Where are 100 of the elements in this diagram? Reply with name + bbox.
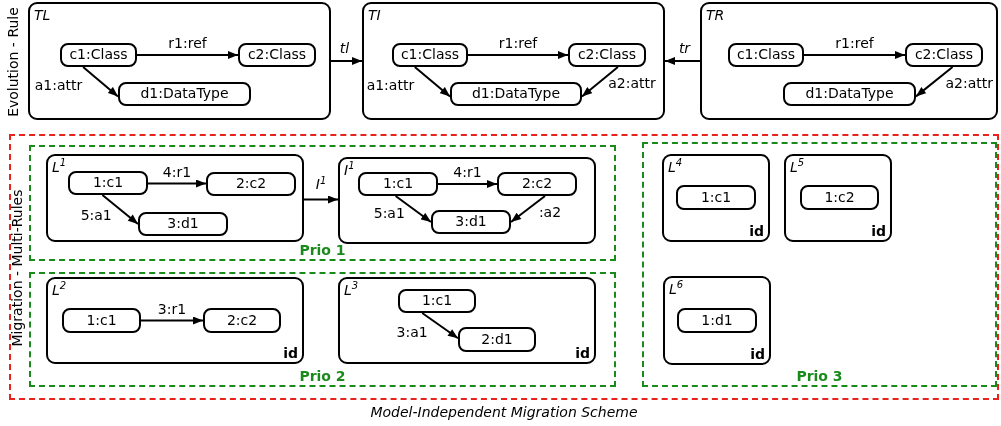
edge-label: tr bbox=[678, 41, 691, 57]
node-label: c2:Class bbox=[914, 47, 974, 63]
arrow bbox=[330, 57, 363, 65]
rule-name: TI bbox=[368, 6, 382, 25]
arrow bbox=[581, 66, 619, 98]
priority-label: Prio 2 bbox=[299, 368, 346, 384]
node-label: c1:Class bbox=[69, 47, 128, 63]
node-label: 1:c1 bbox=[421, 293, 453, 309]
node-label: 1:d1 bbox=[701, 312, 733, 329]
rule-name: L$^{1}$ bbox=[52, 158, 68, 177]
element-node bbox=[905, 43, 983, 67]
edge-label: tl bbox=[339, 41, 350, 57]
element-node bbox=[676, 185, 756, 210]
node-label: 1:c1 bbox=[382, 176, 414, 192]
element-node bbox=[497, 172, 577, 196]
arrow bbox=[140, 316, 204, 325]
rule-tag: id bbox=[871, 223, 886, 239]
edge-label: a2:attr bbox=[945, 76, 994, 92]
rule-name: L$^{3}$ bbox=[344, 281, 360, 300]
priority-group-frame bbox=[642, 142, 997, 387]
edge-label: 3:r1 bbox=[157, 301, 187, 318]
element-node bbox=[392, 43, 468, 67]
node-label: 2:c2 bbox=[521, 176, 553, 192]
edge-label: I$^{1}$ bbox=[315, 176, 327, 193]
arrow bbox=[467, 51, 569, 59]
edge-label: 3:a1 bbox=[396, 324, 428, 341]
node-label: 1:c1 bbox=[700, 189, 732, 206]
edge-label: 5:a1 bbox=[373, 206, 405, 222]
element-node bbox=[398, 289, 476, 313]
priority-label: Prio 3 bbox=[796, 368, 843, 384]
node-label: d1:DataType bbox=[805, 86, 894, 102]
edge-label: r1:ref bbox=[498, 36, 538, 52]
element-node bbox=[450, 82, 582, 106]
node-label: 2:c2 bbox=[226, 312, 258, 329]
edge-label: a2:attr bbox=[608, 76, 656, 92]
edge-label: 4:r1 bbox=[453, 165, 482, 181]
edge-label: 4:r1 bbox=[162, 164, 192, 181]
element-node bbox=[728, 43, 804, 67]
element-node bbox=[203, 308, 281, 333]
priority-label: Prio 1 bbox=[299, 242, 346, 258]
node-label: 3:d1 bbox=[167, 216, 199, 232]
edge-label: r1:ref bbox=[835, 36, 874, 52]
arrow bbox=[437, 180, 498, 188]
rule-tag: id bbox=[283, 345, 298, 361]
rule-name: L$^{6}$ bbox=[669, 280, 685, 299]
rule-name: L$^{5}$ bbox=[790, 158, 806, 177]
rule-tag: id bbox=[749, 223, 764, 239]
node-label: 1:c2 bbox=[824, 189, 855, 206]
side-label: Evolution - Rule bbox=[6, 7, 22, 117]
node-label: c2:Class bbox=[247, 47, 307, 63]
arrow bbox=[413, 66, 451, 98]
edge-label: a1:attr bbox=[366, 78, 415, 94]
node-label: 1:c1 bbox=[92, 175, 124, 191]
element-node bbox=[568, 43, 646, 67]
edge-label: 5:a1 bbox=[80, 207, 112, 224]
element-node bbox=[138, 212, 228, 236]
node-label: 2:d1 bbox=[481, 331, 513, 348]
node-label: c1:Class bbox=[400, 47, 460, 63]
arrow bbox=[101, 194, 139, 225]
arrow bbox=[136, 51, 239, 59]
arrow bbox=[803, 51, 906, 59]
rule-tag: id bbox=[750, 346, 765, 362]
element-node bbox=[60, 43, 137, 67]
element-node bbox=[118, 82, 251, 106]
arrow bbox=[82, 66, 119, 98]
element-node bbox=[677, 308, 757, 333]
rule-name: TL bbox=[34, 6, 52, 25]
element-node bbox=[431, 210, 511, 234]
priority-group-frame bbox=[29, 272, 616, 387]
node-label: c1:Class bbox=[736, 47, 796, 63]
node-label: d1:DataType bbox=[471, 86, 561, 102]
node-label: 1:c1 bbox=[86, 312, 117, 329]
rule-name: L$^{4}$ bbox=[668, 158, 684, 177]
priority-group-frame bbox=[29, 145, 616, 261]
element-node bbox=[62, 308, 141, 333]
rule-name: L$^{2}$ bbox=[52, 281, 68, 300]
element-node bbox=[458, 327, 536, 352]
element-node bbox=[783, 82, 916, 106]
arrow bbox=[421, 312, 459, 340]
element-node bbox=[800, 185, 879, 210]
element-node bbox=[358, 172, 438, 196]
arrow bbox=[394, 195, 432, 223]
rule-tag: id bbox=[575, 345, 590, 361]
rule-name: TR bbox=[706, 6, 726, 25]
side-label: Migration - Multi-Rules bbox=[10, 189, 26, 347]
arrow bbox=[664, 57, 701, 65]
element-node bbox=[206, 172, 296, 196]
node-label: c2:Class bbox=[577, 47, 637, 63]
node-label: 2:c2 bbox=[235, 176, 267, 192]
node-label: d1:DataType bbox=[140, 86, 229, 102]
edge-label: r1:ref bbox=[168, 36, 207, 52]
arrow bbox=[510, 195, 546, 223]
edge-label: a1:attr bbox=[34, 78, 83, 94]
element-node bbox=[238, 43, 316, 67]
element-node bbox=[68, 171, 148, 195]
arrow bbox=[303, 195, 339, 204]
arrow bbox=[147, 179, 207, 188]
rule-name: I$^{1}$ bbox=[344, 161, 356, 180]
edge-label: :a2 bbox=[538, 205, 562, 221]
arrow bbox=[915, 66, 954, 98]
